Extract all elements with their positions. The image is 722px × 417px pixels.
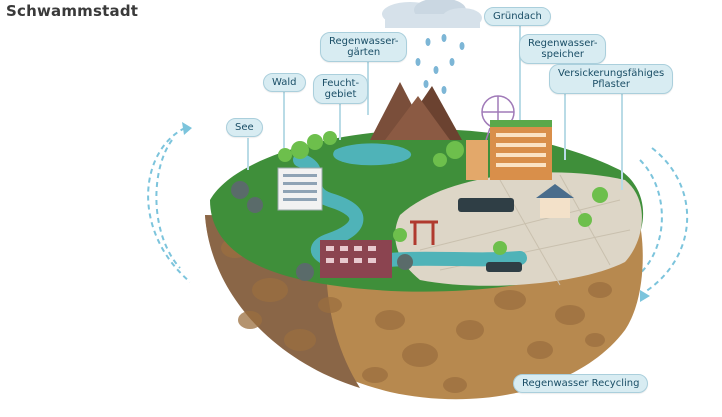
label-regenwasser-recycling: Regenwasser Recycling: [513, 374, 649, 393]
mountains: [370, 82, 462, 140]
arrow-head-right: [640, 290, 650, 302]
green-roof-building: [490, 120, 552, 180]
storage-tank-2: [486, 262, 522, 272]
label-regenwassergaerten: Regenwasser- gärten: [320, 32, 408, 62]
page-title: Schwammstadt: [6, 2, 139, 20]
label-feuchtgebiet: Feucht- gebiet: [313, 74, 369, 104]
water-cycle-arrows: [147, 127, 689, 293]
rain-drops: [415, 34, 465, 94]
trees: [278, 131, 608, 255]
torii-gate: [410, 220, 438, 245]
white-house: [277, 167, 323, 211]
label-see: See: [226, 118, 263, 137]
small-house: [536, 184, 574, 218]
lake: [333, 143, 412, 166]
brick-building: [320, 240, 392, 278]
label-versickerungsfaehiges-pflaster: Versickerungsfähiges Pflaster: [549, 64, 674, 94]
rain-cloud: [382, 0, 482, 28]
tower-building: [466, 140, 488, 180]
label-gruendach: Gründach: [484, 7, 551, 26]
arrow-head-left: [182, 122, 192, 135]
storage-tank: [458, 198, 514, 212]
dark-trees: [231, 181, 413, 281]
label-wald: Wald: [263, 73, 306, 92]
label-regenwasserspeicher: Regenwasser- speicher: [519, 34, 607, 64]
